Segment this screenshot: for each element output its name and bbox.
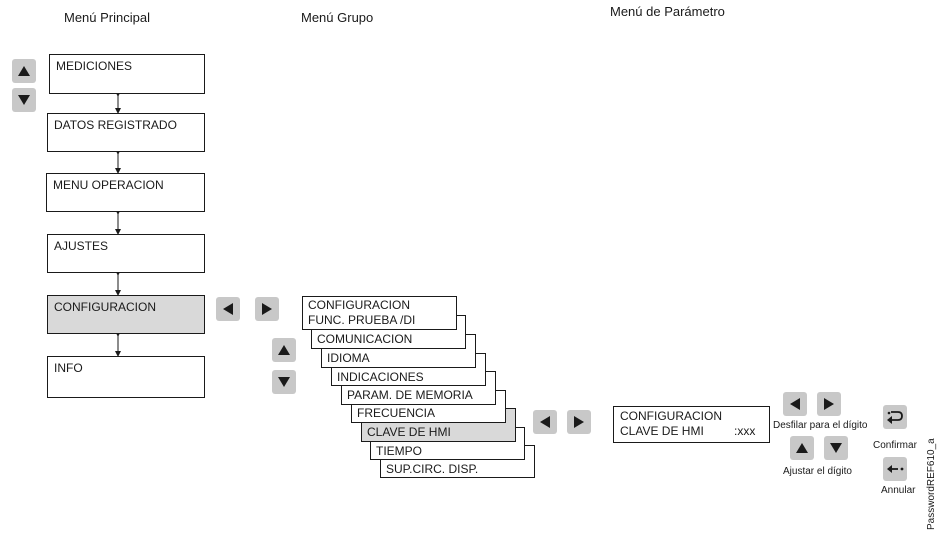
arrow-down-icon bbox=[278, 377, 290, 387]
group-left-button[interactable] bbox=[216, 297, 240, 321]
group-menu-front-panel[interactable]: CONFIGURACION FUNC. PRUEBA /DI bbox=[302, 296, 457, 330]
group-item-func-prueba-di: FUNC. PRUEBA /DI bbox=[308, 313, 416, 327]
param-password-value: :xxx bbox=[734, 424, 756, 438]
figure-id-label: PasswordREF610_a bbox=[926, 438, 937, 530]
arrow-right-icon bbox=[574, 416, 584, 428]
main-down-button[interactable] bbox=[12, 88, 36, 112]
arrow-left-icon bbox=[790, 398, 800, 410]
cancel-button[interactable] bbox=[883, 457, 907, 481]
digit-down-button[interactable] bbox=[824, 436, 848, 460]
arrow-left-icon bbox=[223, 303, 233, 315]
parameter-menu-box[interactable]: CONFIGURACION CLAVE DE HMI :xxx bbox=[613, 406, 770, 443]
digit-right-button[interactable] bbox=[817, 392, 841, 416]
param-label-clave-de-hmi: CLAVE DE HMI bbox=[620, 424, 704, 438]
main-menu-item-configuracion[interactable]: CONFIGURACION bbox=[47, 295, 205, 334]
main-menu-item-datos-registrado[interactable]: DATOS REGISTRADO bbox=[47, 113, 205, 152]
arrow-right-icon bbox=[262, 303, 272, 315]
arrow-up-icon bbox=[278, 345, 290, 355]
main-menu-item-menu-operacion[interactable]: MENU OPERACION bbox=[46, 173, 205, 212]
main-menu-item-info[interactable]: INFO bbox=[47, 356, 205, 398]
cancel-caption: Annular bbox=[881, 485, 916, 496]
enter-icon bbox=[887, 411, 903, 424]
main-menu-header: Menú Principal bbox=[64, 10, 150, 25]
arrow-right-icon bbox=[824, 398, 834, 410]
adjust-digit-caption: Ajustar el dígito bbox=[783, 466, 852, 477]
arrow-up-icon bbox=[18, 66, 30, 76]
main-up-button[interactable] bbox=[12, 59, 36, 83]
back-arrow-icon bbox=[887, 465, 904, 473]
main-menu-item-ajustes[interactable]: AJUSTES bbox=[47, 234, 205, 273]
arrow-up-icon bbox=[796, 443, 808, 453]
main-menu-item-mediciones[interactable]: MEDICIONES bbox=[49, 54, 205, 94]
arrow-down-icon bbox=[830, 443, 842, 453]
digit-up-button[interactable] bbox=[790, 436, 814, 460]
group-up-button[interactable] bbox=[272, 338, 296, 362]
parameter-menu-header: Menú de Parámetro bbox=[610, 4, 725, 19]
param-right-button[interactable] bbox=[567, 410, 591, 434]
group-menu-header: Menú Grupo bbox=[301, 10, 374, 25]
group-down-button[interactable] bbox=[272, 370, 296, 394]
scroll-digit-caption: Desfilar para el dígito bbox=[773, 420, 868, 431]
group-right-button[interactable] bbox=[255, 297, 279, 321]
group-item-param-de-memoria[interactable]: PARAM. DE MEMORIA bbox=[341, 371, 496, 405]
digit-left-button[interactable] bbox=[783, 392, 807, 416]
param-line-clave: CLAVE DE HMI :xxx bbox=[620, 424, 763, 439]
confirm-button[interactable] bbox=[883, 405, 907, 429]
param-left-button[interactable] bbox=[533, 410, 557, 434]
group-menu-title: CONFIGURACION bbox=[308, 298, 410, 312]
arrow-down-icon bbox=[18, 95, 30, 105]
arrow-left-icon bbox=[540, 416, 550, 428]
param-line-configuracion: CONFIGURACION bbox=[620, 409, 722, 423]
confirm-caption: Confirmar bbox=[873, 440, 917, 451]
